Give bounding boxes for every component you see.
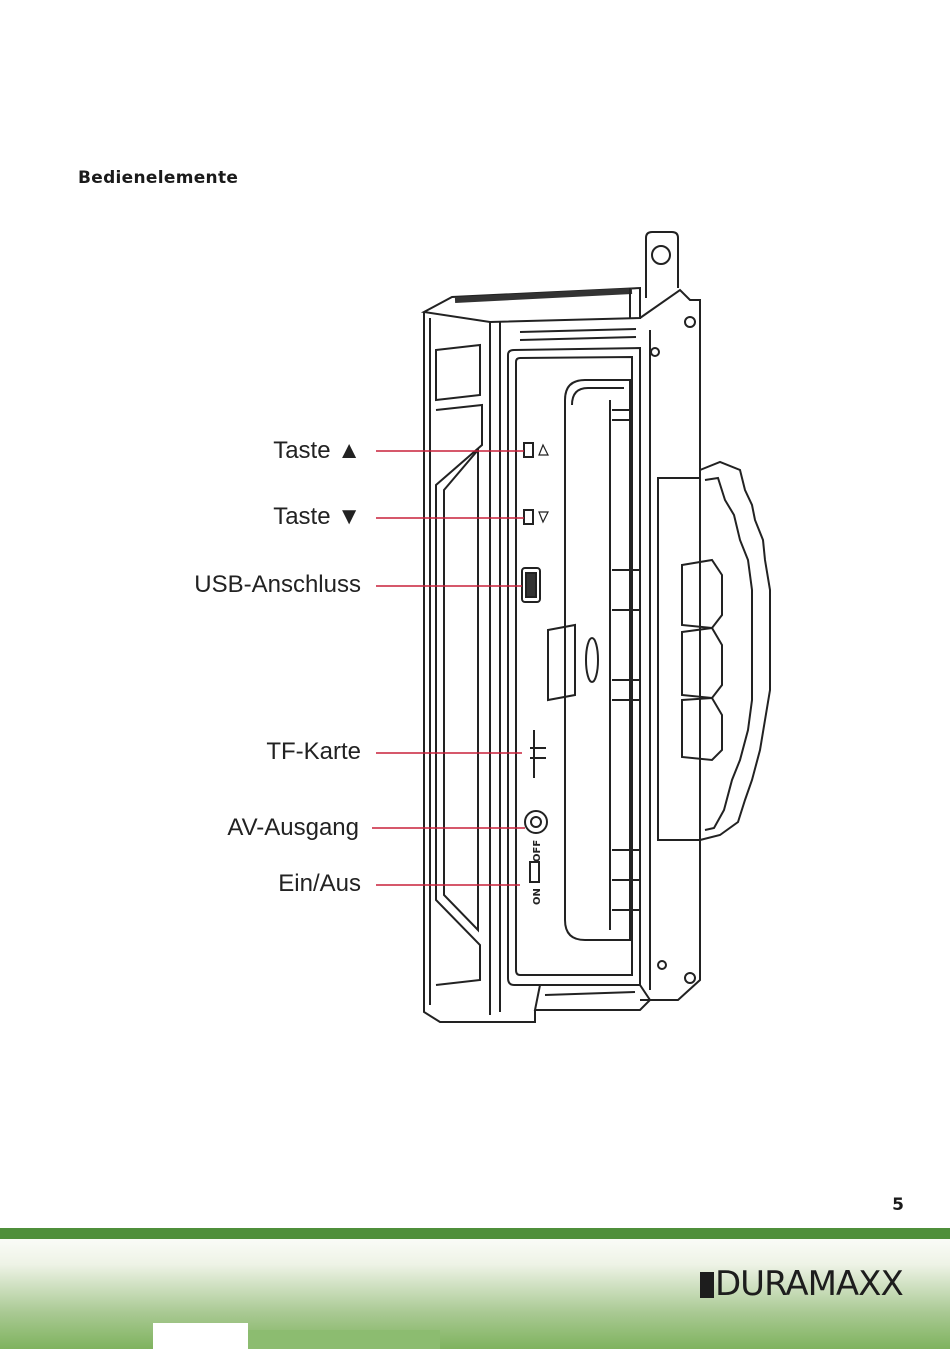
label-tf-karte: TF-Karte: [266, 738, 361, 765]
label-av-ausgang: AV-Ausgang: [227, 814, 359, 841]
logo-mark-icon: [700, 1272, 714, 1298]
footer-tab: [153, 1323, 248, 1349]
footer-bar: [0, 1228, 950, 1239]
page-number: 5: [892, 1195, 904, 1215]
brand-logo: DURAMAXX: [700, 1264, 904, 1304]
switch-off-label: OFF: [532, 840, 543, 862]
label-taste-up: Taste ▲: [273, 437, 361, 464]
footer-tab-secondary: [248, 1330, 440, 1349]
label-taste-down: Taste ▼: [273, 503, 361, 530]
label-ein-aus: Ein/Aus: [278, 870, 361, 897]
switch-on-label: ON: [532, 888, 543, 905]
section-title: Bedienelemente: [78, 168, 239, 188]
label-usb: USB-Anschluss: [194, 571, 361, 598]
brand-name: DURAMAXX: [715, 1264, 904, 1304]
